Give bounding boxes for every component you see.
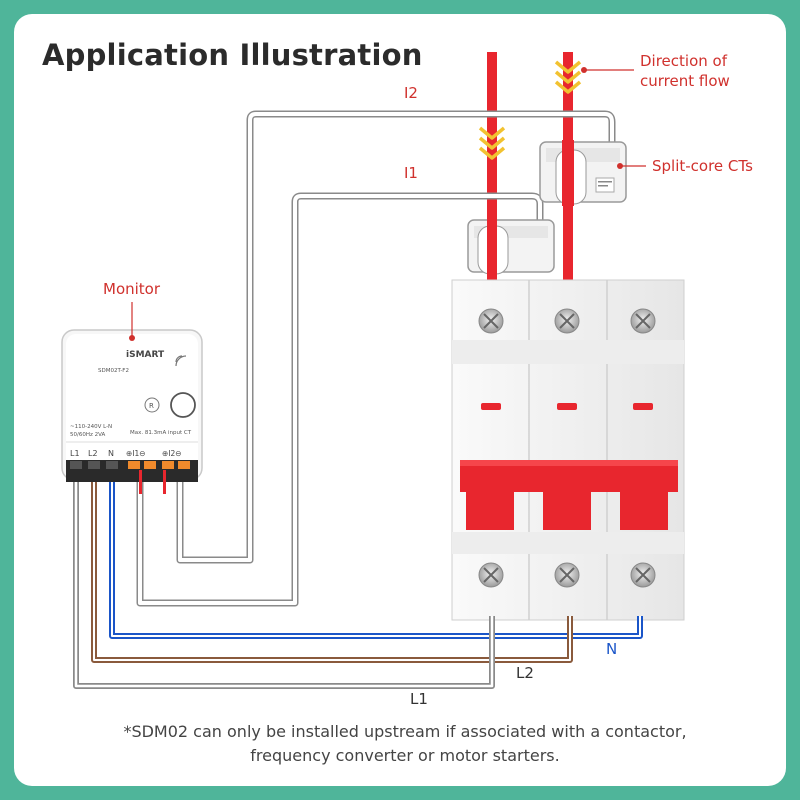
device-brand: iSMART bbox=[126, 350, 165, 360]
terminal-label-l2: L2 bbox=[88, 449, 98, 458]
bottom-screws bbox=[478, 562, 656, 588]
footnote-line-1: *SDM02 can only be installed upstream if… bbox=[123, 722, 687, 741]
i2-label: I2 bbox=[404, 84, 418, 102]
wifi-icon bbox=[175, 355, 187, 367]
direction-label-line-1: Direction of bbox=[640, 52, 728, 70]
callout-split-core: Split-core CTs bbox=[617, 157, 753, 175]
i1-label: I1 bbox=[404, 164, 418, 182]
terminal-label-i2: ⊕I2⊖ bbox=[162, 449, 182, 458]
callout-direction: Direction of current flow bbox=[581, 52, 730, 90]
page-title: Application Illustration bbox=[42, 38, 423, 72]
terminal-label-i1: ⊕I1⊖ bbox=[126, 449, 146, 458]
split-core-ct-i1 bbox=[467, 216, 555, 280]
current-flow-chevrons bbox=[478, 60, 582, 160]
wire-l1 bbox=[73, 470, 495, 689]
wire-l2 bbox=[91, 470, 573, 663]
terminal-label-n: N bbox=[108, 449, 114, 458]
pairing-button[interactable] bbox=[170, 392, 196, 418]
spec-line-2: 50/60Hz 2VA bbox=[70, 432, 106, 438]
spec-line-right: Max. 81.3mA input CT bbox=[130, 430, 192, 436]
reset-button[interactable] bbox=[144, 397, 160, 413]
n-label: N bbox=[606, 640, 617, 658]
indicator-3 bbox=[633, 403, 653, 410]
device-model: SDM02T-F2 bbox=[98, 368, 129, 374]
breaker-handle bbox=[460, 460, 678, 530]
terminal-label-l1: L1 bbox=[70, 449, 80, 458]
monitor-device: iSMART SDM02T-F2 R ~110-240V L-N 50/60Hz… bbox=[61, 329, 203, 494]
top-screws bbox=[478, 308, 656, 334]
wire-n bbox=[109, 470, 643, 639]
l2-label: L2 bbox=[516, 664, 534, 682]
footnote: *SDM02 can only be installed upstream if… bbox=[60, 720, 750, 768]
split-core-ct-i2 bbox=[539, 140, 627, 206]
terminal-clamps bbox=[70, 461, 190, 469]
ct-wire-i2 bbox=[176, 110, 616, 564]
indicator-2 bbox=[557, 403, 577, 410]
direction-label-line-2: current flow bbox=[640, 72, 730, 90]
split-core-label: Split-core CTs bbox=[652, 157, 753, 175]
monitor-label: Monitor bbox=[103, 280, 161, 298]
indicator-1 bbox=[481, 403, 501, 410]
cable-l1-top bbox=[487, 52, 497, 300]
spec-line-1: ~110-240V L-N bbox=[70, 424, 112, 430]
ct-wire-i1 bbox=[136, 192, 544, 607]
circuit-breaker bbox=[451, 279, 685, 621]
callout-monitor: Monitor bbox=[103, 280, 161, 341]
reset-label: R bbox=[149, 402, 154, 410]
l1-label: L1 bbox=[410, 690, 428, 708]
footnote-line-2: frequency converter or motor starters. bbox=[250, 746, 560, 765]
